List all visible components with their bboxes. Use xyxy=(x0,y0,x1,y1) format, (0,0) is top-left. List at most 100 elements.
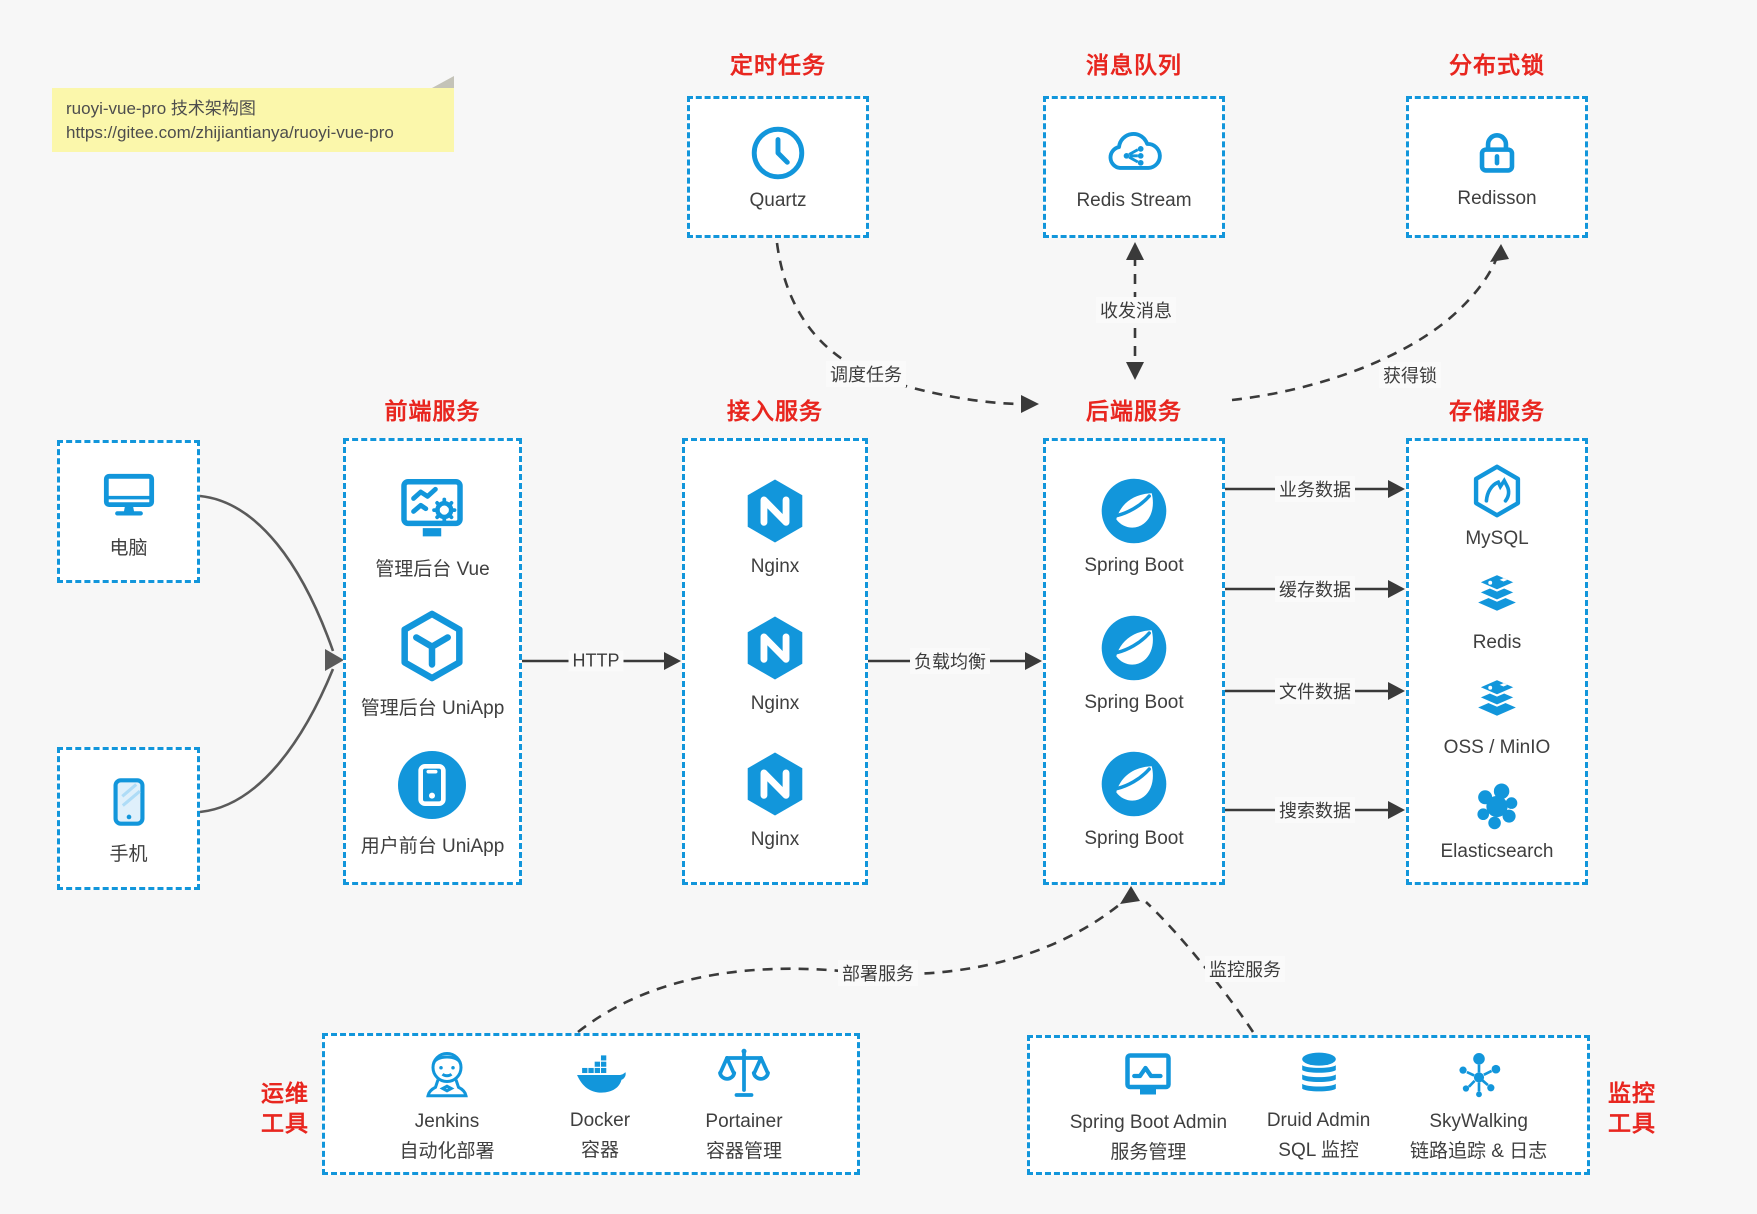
admin-uniapp-item: 管理后台 UniApp xyxy=(360,605,505,720)
mysql-item: MySQL xyxy=(1465,460,1529,550)
column-title-backend: 后端服务 xyxy=(1086,398,1182,424)
column-title-storage: 存储服务 xyxy=(1449,398,1545,424)
frontend-services-box: 管理后台 Vue 管理后台 UniApp 用户前台 UniApp xyxy=(343,438,522,885)
skywalking-item: SkyWalking 链路追踪 & 日志 xyxy=(1410,1046,1547,1164)
spring-boot-icon xyxy=(1096,610,1172,686)
item-label: Elasticsearch xyxy=(1440,841,1554,863)
mysql-icon xyxy=(1466,460,1528,522)
item-label: MySQL xyxy=(1465,527,1529,549)
group-title-message-queue: 消息队列 xyxy=(1086,52,1182,78)
item-label: OSS / MinIO xyxy=(1443,736,1551,758)
nginx-item: Nginx xyxy=(736,745,814,851)
item-label: 管理后台 UniApp xyxy=(360,698,505,719)
edge-label-monitor-service: 监控服务 xyxy=(1205,956,1285,982)
tool-name: Jenkins xyxy=(414,1111,480,1132)
edge-label-search-data: 搜索数据 xyxy=(1275,797,1355,823)
redis-stream-item: Redis Stream xyxy=(1076,122,1192,212)
edge-label-cache-data: 缓存数据 xyxy=(1275,576,1355,602)
edge-phone-to-frontend xyxy=(199,668,335,814)
phone-client-item: 手机 xyxy=(98,771,160,866)
monitor-chart-icon xyxy=(1118,1045,1178,1105)
item-label: Nginx xyxy=(750,692,800,714)
item-label: Nginx xyxy=(750,555,800,577)
tool-desc: 链路追踪 & 日志 xyxy=(1410,1141,1548,1162)
edge-deploy-service xyxy=(577,899,1125,1034)
ops-tools-title: 运维 工具 xyxy=(261,1080,309,1136)
item-label: Redisson xyxy=(1457,188,1537,209)
edge-label-file-data: 文件数据 xyxy=(1275,678,1355,704)
item-label: Spring Boot xyxy=(1084,691,1184,713)
backend-services-box: Spring Boot Spring Boot Spring Boot xyxy=(1043,438,1225,885)
group-title-scheduled-task: 定时任务 xyxy=(730,52,826,78)
smartphone-icon xyxy=(98,771,160,833)
redisson-item: Redisson xyxy=(1457,124,1537,210)
user-app-icon xyxy=(392,745,472,825)
portainer-icon xyxy=(714,1044,774,1104)
cloud-share-icon xyxy=(1101,122,1167,184)
nginx-icon xyxy=(736,609,814,687)
topology-icon xyxy=(1450,1046,1508,1104)
jenkins-icon xyxy=(417,1044,477,1104)
item-label: 电脑 xyxy=(109,538,148,559)
spring-boot-icon xyxy=(1096,746,1172,822)
note-url: https://gitee.com/zhijiantianya/ruoyi-vu… xyxy=(66,123,394,142)
clock-icon xyxy=(747,122,809,184)
nginx-icon xyxy=(736,745,814,823)
item-label: Quartz xyxy=(749,190,807,211)
redis-item: Redis xyxy=(1468,568,1526,654)
arrowhead-frontend xyxy=(325,649,344,671)
jenkins-item: Jenkins 自动化部署 xyxy=(399,1044,494,1164)
group-title-distributed-lock: 分布式锁 xyxy=(1449,52,1545,78)
item-label: 用户前台 UniApp xyxy=(360,835,505,857)
column-title-gateway: 接入服务 xyxy=(727,398,823,424)
tool-name: Spring Boot Admin xyxy=(1069,1112,1228,1133)
nginx-item: Nginx xyxy=(736,472,814,578)
docker-icon xyxy=(569,1045,631,1103)
oss-minio-item: OSS / MinIO xyxy=(1443,673,1551,759)
tool-name: Druid Admin xyxy=(1266,1110,1371,1131)
monitor-tools-title: 监控 工具 xyxy=(1608,1080,1656,1136)
spring-boot-item: Spring Boot xyxy=(1084,746,1184,850)
edge-label-schedule-task: 调度任务 xyxy=(826,361,906,387)
nginx-icon xyxy=(736,472,814,550)
desktop-client-item: 电脑 xyxy=(97,463,161,560)
spring-boot-icon xyxy=(1096,473,1172,549)
tool-desc: 容器 xyxy=(580,1140,619,1161)
tool-name: SkyWalking xyxy=(1429,1111,1528,1132)
item-label: 管理后台 Vue xyxy=(375,558,490,580)
item-label: Nginx xyxy=(750,829,800,851)
druid-admin-item: Druid Admin SQL 监控 xyxy=(1266,1047,1371,1163)
admin-vue-icon xyxy=(391,466,473,548)
item-label: Redis Stream xyxy=(1076,190,1192,211)
object-storage-icon xyxy=(1468,673,1526,731)
edge-label-acquire-lock: 获得锁 xyxy=(1379,362,1441,388)
edge-label-business-data: 业务数据 xyxy=(1275,476,1355,502)
column-title-frontend: 前端服务 xyxy=(384,398,481,424)
admin-vue-item: 管理后台 Vue xyxy=(375,466,490,581)
tool-desc: 容器管理 xyxy=(705,1141,782,1162)
docker-item: Docker 容器 xyxy=(569,1045,631,1163)
elasticsearch-item: Elasticsearch xyxy=(1441,777,1554,863)
edge-acquire-lock xyxy=(1231,256,1499,402)
edge-label-http: HTTP xyxy=(568,650,624,672)
tool-desc: SQL 监控 xyxy=(1278,1140,1359,1161)
uniapp-cube-icon xyxy=(391,605,473,687)
portainer-item: Portainer 容器管理 xyxy=(705,1044,783,1164)
tool-desc: 自动化部署 xyxy=(399,1141,495,1162)
nginx-item: Nginx xyxy=(736,609,814,715)
edge-desktop-to-frontend xyxy=(199,494,335,652)
tool-desc: 服务管理 xyxy=(1110,1142,1187,1163)
item-label: Spring Boot xyxy=(1084,555,1184,577)
note-fold-corner xyxy=(432,76,454,88)
spring-boot-item: Spring Boot xyxy=(1084,473,1184,577)
storage-services-box: MySQL Redis OSS / MinIO Elasticsearch xyxy=(1406,438,1588,885)
item-label: Spring Boot xyxy=(1084,827,1184,849)
gateway-services-box: Nginx Nginx Nginx xyxy=(682,438,868,885)
tool-name: Docker xyxy=(569,1110,631,1131)
phone-client-box: 手机 xyxy=(57,747,200,890)
edge-label-deploy-service: 部署服务 xyxy=(838,960,918,986)
edge-label-send-receive: 收发消息 xyxy=(1096,297,1176,323)
desktop-icon xyxy=(97,463,161,527)
